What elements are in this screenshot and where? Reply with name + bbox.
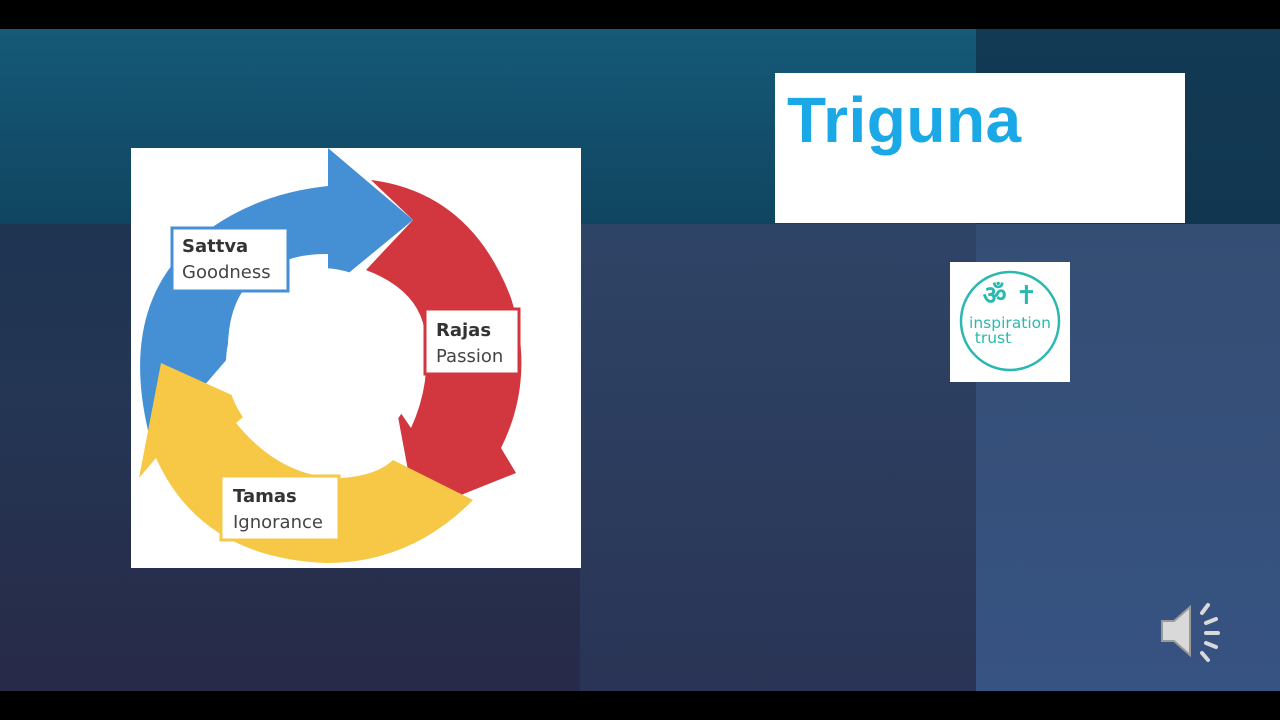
- sattva-label: Sattva Goodness: [170, 226, 290, 293]
- rajas-name: Rajas: [436, 320, 491, 341]
- slide-title: Triguna: [787, 84, 1022, 156]
- speaker-icon[interactable]: [1158, 599, 1228, 663]
- sattva-name: Sattva: [182, 236, 248, 257]
- logo-line1: inspiration: [969, 314, 1051, 332]
- slide: Triguna Sattva Goodness Rajas Passion: [0, 29, 1280, 691]
- cycle-svg: Sattva Goodness Rajas Passion Tamas Igno…: [139, 148, 522, 563]
- slide-mid-panel: [580, 224, 976, 691]
- sattva-meaning: Goodness: [182, 262, 271, 283]
- rajas-meaning: Passion: [436, 346, 503, 367]
- om-cross-icon: ॐ ✝: [983, 281, 1038, 311]
- tamas-name: Tamas: [233, 486, 297, 507]
- logo-line2: trust: [975, 329, 1011, 347]
- tamas-meaning: Ignorance: [233, 512, 323, 533]
- rajas-label: Rajas Passion: [423, 307, 521, 376]
- logo-svg: ॐ ✝ inspiration trust: [959, 270, 1061, 372]
- title-box: Triguna: [775, 73, 1185, 223]
- sattva-arrow: [140, 148, 414, 446]
- cycle-center: [226, 268, 416, 458]
- tamas-label: Tamas Ignorance: [219, 474, 341, 542]
- inspiration-trust-logo: ॐ ✝ inspiration trust: [950, 262, 1070, 382]
- triguna-cycle-diagram: Sattva Goodness Rajas Passion Tamas Igno…: [131, 148, 581, 568]
